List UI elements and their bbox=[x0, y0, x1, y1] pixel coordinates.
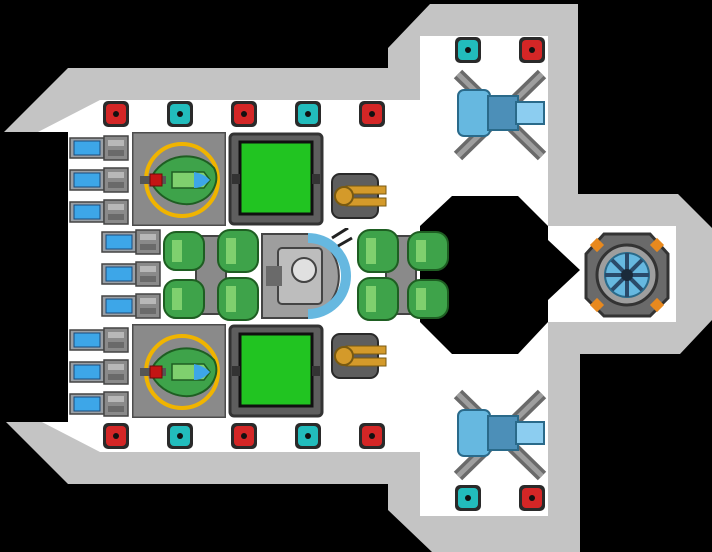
panel-top-4[interactable] bbox=[294, 100, 322, 128]
panel-wing-lower-2[interactable] bbox=[518, 484, 546, 512]
rear-opening bbox=[0, 132, 68, 422]
core-cockpit[interactable] bbox=[258, 228, 356, 324]
panel-wing-upper-2[interactable] bbox=[518, 36, 546, 64]
engine-block-left[interactable] bbox=[160, 226, 260, 324]
panel-top-1[interactable] bbox=[102, 100, 130, 128]
panel-bottom-2[interactable] bbox=[166, 422, 194, 450]
rear-thruster-lower-3[interactable] bbox=[68, 390, 132, 418]
panel-bottom-5[interactable] bbox=[358, 422, 386, 450]
rear-thruster-upper-2[interactable] bbox=[68, 166, 132, 194]
reactor-core[interactable] bbox=[582, 228, 672, 322]
panel-top-2[interactable] bbox=[166, 100, 194, 128]
panel-top-5[interactable] bbox=[358, 100, 386, 128]
panel-bottom-4[interactable] bbox=[294, 422, 322, 450]
engine-bay bbox=[420, 196, 580, 354]
turret-pod-lower[interactable] bbox=[132, 324, 226, 418]
rear-thruster-lower-1[interactable] bbox=[68, 326, 132, 354]
console-screen-lower[interactable] bbox=[228, 324, 324, 418]
wing-thruster-upper[interactable] bbox=[452, 68, 548, 162]
rear-thruster-middle-3[interactable] bbox=[100, 292, 164, 320]
panel-wing-upper-1[interactable] bbox=[454, 36, 482, 64]
engine-block-right[interactable] bbox=[356, 226, 452, 324]
rear-thruster-upper-3[interactable] bbox=[68, 198, 132, 226]
rear-thruster-lower-2[interactable] bbox=[68, 358, 132, 386]
rear-thruster-middle-2[interactable] bbox=[100, 260, 164, 288]
rear-thruster-upper-1[interactable] bbox=[68, 134, 132, 162]
rear-thruster-middle-1[interactable] bbox=[100, 228, 164, 256]
panel-bottom-3[interactable] bbox=[230, 422, 258, 450]
panel-wing-lower-1[interactable] bbox=[454, 484, 482, 512]
side-gun-lower[interactable] bbox=[326, 328, 388, 384]
side-gun-upper[interactable] bbox=[326, 168, 388, 224]
panel-top-3[interactable] bbox=[230, 100, 258, 128]
turret-pod-upper[interactable] bbox=[132, 132, 226, 226]
console-screen-upper[interactable] bbox=[228, 132, 324, 226]
wing-thruster-lower[interactable] bbox=[452, 388, 548, 482]
panel-bottom-1[interactable] bbox=[102, 422, 130, 450]
